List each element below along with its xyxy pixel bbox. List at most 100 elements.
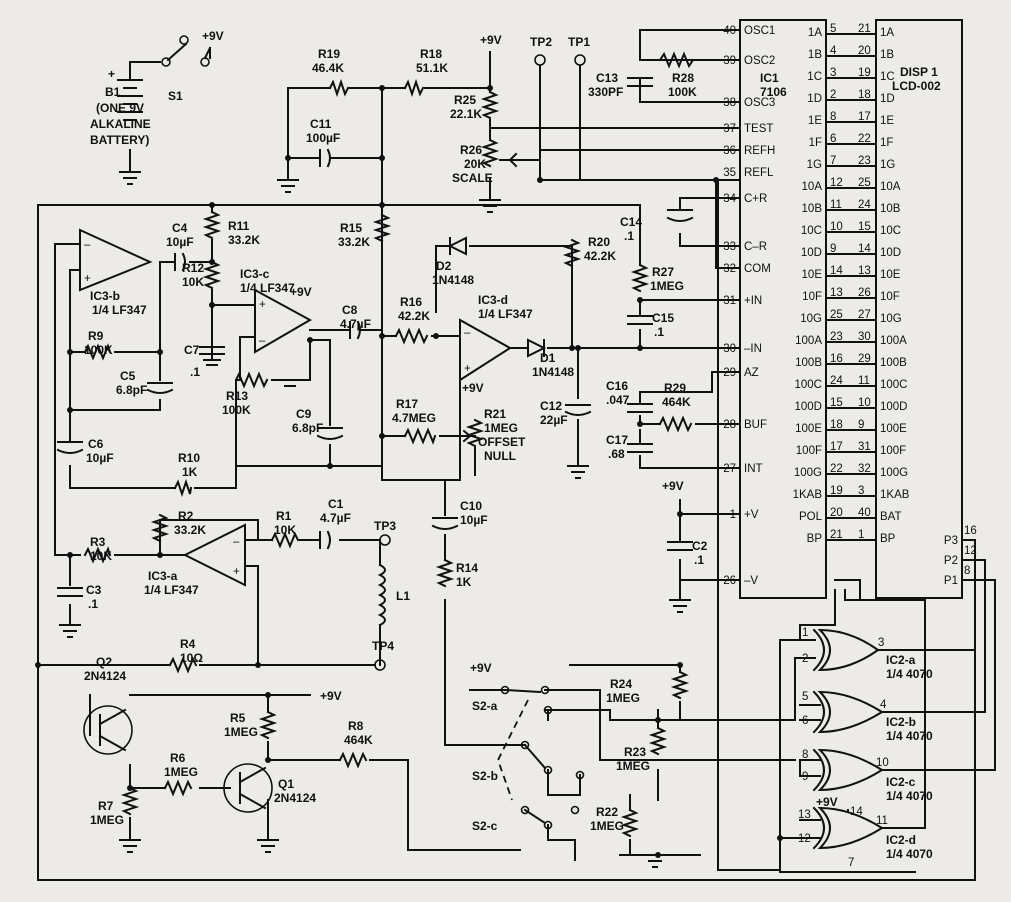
ic1-pin-number: 27 — [723, 463, 736, 475]
label-ic1: IC1 — [760, 71, 779, 85]
label-r15-val: 33.2K — [338, 235, 370, 249]
label-r1-val: 10K — [274, 523, 296, 537]
disp1-pin-number: 10 — [858, 397, 871, 409]
ic1-pin-number: 6 — [830, 133, 836, 145]
label-b1-line3: BATTERY) — [90, 133, 149, 147]
resistor-symbols — [83, 51, 695, 838]
disp1-pin-name: 1F — [880, 137, 893, 149]
label-r1: R1 — [276, 509, 292, 523]
label-c8-val: 4.7µF — [340, 317, 371, 331]
label-c2-val: .1 — [694, 553, 704, 567]
label-ic3b: IC3-b — [90, 289, 120, 303]
disp1-pin-name: 100B — [880, 357, 907, 369]
ic1-pin-number: 16 — [830, 353, 843, 365]
ic1-pin-name: OSC1 — [744, 25, 775, 37]
label-r4: R4 — [180, 637, 196, 651]
ic1-pin-name: INT — [744, 463, 763, 475]
ic1-pin-name: 10C — [801, 225, 822, 237]
label-r17: R17 — [396, 397, 418, 411]
ic1-pin-name: 1G — [807, 159, 822, 171]
svg-text:12: 12 — [798, 833, 811, 845]
ic1-disp1-links — [825, 33, 877, 541]
label-c9-val: 6.8pF — [292, 421, 323, 435]
disp1-pin-name: 1D — [880, 93, 895, 105]
label-q1: Q1 — [278, 777, 294, 791]
label-ic3a: IC3-a — [148, 569, 178, 583]
ic1-pin-name: BP — [807, 533, 823, 545]
disp1-pin-name: 100D — [880, 401, 908, 413]
ic1-pin-number: 8 — [830, 111, 836, 123]
label-9v-ic3d: +9V — [462, 381, 484, 395]
label-c16-val: .047 — [606, 393, 630, 407]
label-c11: C11 — [310, 117, 332, 131]
disp1-pin-name: 100E — [880, 423, 907, 435]
ic1-pin-number: 1 — [730, 509, 736, 521]
label-c9: C9 — [296, 407, 312, 421]
label-null: NULL — [484, 449, 516, 463]
ic1-pin-name: 100G — [794, 467, 822, 479]
disp1-pin-name: 10G — [880, 313, 902, 325]
disp1-pin-name: 10C — [880, 225, 901, 237]
ic1-pin-number: 23 — [830, 331, 843, 343]
label-r3: R3 — [90, 535, 106, 549]
ic1-pin-name: 1F — [809, 137, 822, 149]
ic1-pin-number: 30 — [723, 343, 736, 355]
label-r21-val: 1MEG — [484, 421, 518, 435]
svg-text:11: 11 — [876, 815, 888, 827]
label-offset: OFFSET — [478, 435, 526, 449]
label-ic3b-part: 1/4 LF347 — [92, 303, 147, 317]
disp1-pin-number: 40 — [858, 507, 871, 519]
label-r21: R21 — [484, 407, 506, 421]
label-s1: S1 — [168, 89, 183, 103]
label-ic2d: IC2-d — [886, 833, 916, 847]
label-tp2: TP2 — [530, 35, 552, 49]
switch-s2-symbol — [497, 685, 585, 830]
ic1-pin-name: C–R — [744, 241, 767, 253]
opamp-symbols: –+ +– –+ –+ — [79, 228, 512, 587]
label-9v-ic3c: +9V — [290, 285, 312, 299]
label-disp1: DISP 1 — [900, 65, 938, 79]
label-r5: R5 — [230, 711, 246, 725]
label-c1-val: 4.7µF — [320, 511, 351, 525]
disp1-pin-number: 32 — [858, 463, 871, 475]
svg-text:5: 5 — [802, 691, 808, 703]
svg-text:4: 4 — [880, 699, 887, 711]
label-c15: C15 — [652, 311, 674, 325]
ic1-pin-name: 100B — [795, 357, 822, 369]
label-ic2c-part: 1/4 4070 — [886, 789, 933, 803]
disp1-pin-name: 10E — [880, 269, 901, 281]
label-9v-s2: +9V — [470, 661, 492, 675]
disp1-pin-name: 10A — [880, 181, 901, 193]
label-r7-val: 1MEG — [90, 813, 124, 827]
label-c11-val: 100µF — [306, 131, 340, 145]
ic1-pin-number: 31 — [723, 295, 736, 307]
label-q2-part: 2N4124 — [84, 669, 126, 683]
svg-text:10: 10 — [876, 757, 889, 769]
label-r6-val: 1MEG — [164, 765, 198, 779]
ic1-pin-number: 11 — [830, 199, 842, 211]
component-labels: + B1 (ONE 9V ALKALINE BATTERY) S1 +9V R1… — [84, 29, 708, 833]
ic1-pin-number: 12 — [830, 177, 843, 189]
label-r18: R18 — [420, 47, 442, 61]
ic1-pin-name: REFL — [744, 167, 774, 179]
ic1-pin-name: 100C — [795, 379, 823, 391]
svg-text:14: 14 — [850, 806, 863, 818]
gate-labels: 123 IC2-a 1/4 4070 564 IC2-b 1/4 4070 89… — [798, 627, 933, 869]
label-ic3d-part: 1/4 LF347 — [478, 307, 533, 321]
label-c5: C5 — [120, 369, 136, 383]
label-ic2d-part: 1/4 4070 — [886, 847, 933, 861]
label-r3-val: 10K — [90, 549, 112, 563]
ic1-pin-name: 10E — [802, 269, 823, 281]
ic1-pin-name: AZ — [744, 367, 759, 379]
label-ic2c: IC2-c — [886, 775, 916, 789]
ic1-pin-number: 14 — [830, 265, 843, 277]
svg-text:9: 9 — [802, 771, 808, 783]
ic1-pin-name: 100A — [795, 335, 822, 347]
ic1-pin-number: 34 — [723, 193, 736, 205]
disp1-pin-number: 1 — [858, 529, 864, 541]
transistor-symbols — [83, 705, 273, 813]
ic1-pin-number: 35 — [723, 167, 736, 179]
disp1-pin-number: 25 — [858, 177, 871, 189]
label-r20-val: 42.2K — [584, 249, 616, 263]
